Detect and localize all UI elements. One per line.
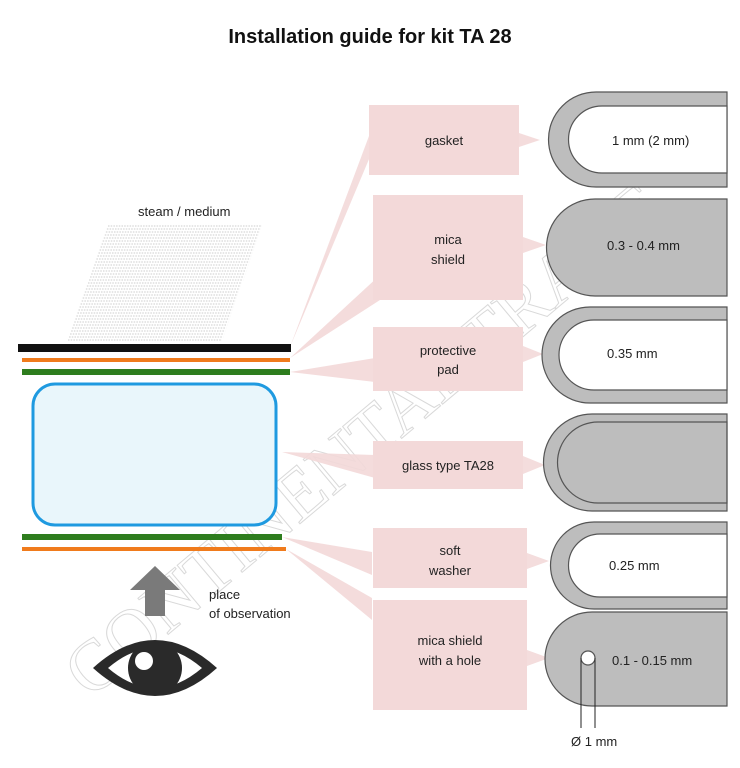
label-protective-pad-1: protective [420, 343, 476, 358]
box-mica-shield-hole [373, 600, 527, 710]
label-glass: glass type TA28 [402, 458, 494, 473]
label-mica-shield-1: mica [434, 232, 462, 247]
label-protective-pad-2: pad [437, 362, 459, 377]
layer-mica-shield-hole [22, 547, 286, 551]
component-shapes [541, 91, 728, 707]
layer-mica-shield [22, 358, 290, 362]
shape-gasket-inner [567, 105, 728, 174]
dim-soft-washer: 0.25 mm [609, 558, 660, 573]
connector-gasket [290, 128, 372, 347]
connectors [282, 128, 549, 666]
shape-mica-shield [545, 198, 728, 297]
shape-glass-inner [556, 421, 728, 504]
layer-protective-pad [22, 369, 290, 375]
pointer-mica-shield-hole [527, 650, 549, 666]
steam-hatching [68, 225, 262, 341]
arrow-head [130, 566, 180, 590]
dim-mica-shield: 0.3 - 0.4 mm [607, 238, 680, 253]
pointer-protective-pad [523, 346, 543, 362]
box-glass [373, 441, 523, 489]
observation-arrow [130, 566, 180, 616]
label-boxes [369, 105, 527, 710]
shape-mica-shield-hole [544, 611, 728, 707]
dim-mica-shield-hole: 0.1 - 0.15 mm [612, 653, 692, 668]
box-protective-pad [373, 327, 523, 391]
connector-mica-shield-hole [286, 549, 372, 620]
connector-soft-washer [282, 537, 372, 575]
layer-soft-washer [22, 534, 282, 540]
shape-hole [580, 650, 596, 666]
observation-label-1: place [209, 587, 240, 602]
layer-stack [18, 344, 291, 551]
connector-mica-shield [290, 275, 380, 358]
eye-iris [128, 641, 182, 695]
arrow-shaft [145, 590, 165, 616]
shape-soft-washer-inner [567, 533, 728, 598]
box-soft-washer [373, 528, 527, 588]
medium-label: steam / medium [138, 204, 230, 219]
eye-highlight [135, 652, 153, 670]
shape-glass [542, 413, 728, 512]
hole-dimension [580, 658, 596, 728]
eye-icon [93, 640, 217, 696]
box-gasket [369, 105, 519, 175]
pointer-soft-washer [527, 553, 549, 569]
label-texts: gasket mica shield protective pad glass … [402, 133, 494, 668]
label-soft-washer-2: washer [428, 563, 472, 578]
layer-gasket [18, 344, 291, 352]
connector-glass [282, 452, 375, 478]
label-mica-shield-hole-2: with a hole [418, 653, 481, 668]
layer-glass [31, 382, 278, 527]
shape-protective-pad-inner [558, 319, 728, 391]
label-gasket: gasket [425, 133, 464, 148]
dim-gasket: 1 mm (2 mm) [612, 133, 689, 148]
pointer-glass [523, 456, 545, 474]
pointer-mica-shield [523, 237, 546, 253]
box-mica-shield [373, 195, 523, 300]
page-title: Installation guide for kit TA 28 [228, 26, 512, 48]
dimension-texts: 1 mm (2 mm) 0.3 - 0.4 mm 0.35 mm 0.25 mm… [607, 133, 692, 668]
dim-protective-pad: 0.35 mm [607, 346, 658, 361]
label-mica-shield-hole-1: mica shield [417, 633, 482, 648]
label-soft-washer-1: soft [440, 543, 461, 558]
connector-protective-pad [290, 358, 375, 382]
hole-label: Ø 1 mm [571, 734, 617, 749]
pointer-gasket [519, 133, 540, 147]
label-mica-shield-2: shield [431, 252, 465, 267]
observation-label-2: of observation [209, 606, 291, 621]
